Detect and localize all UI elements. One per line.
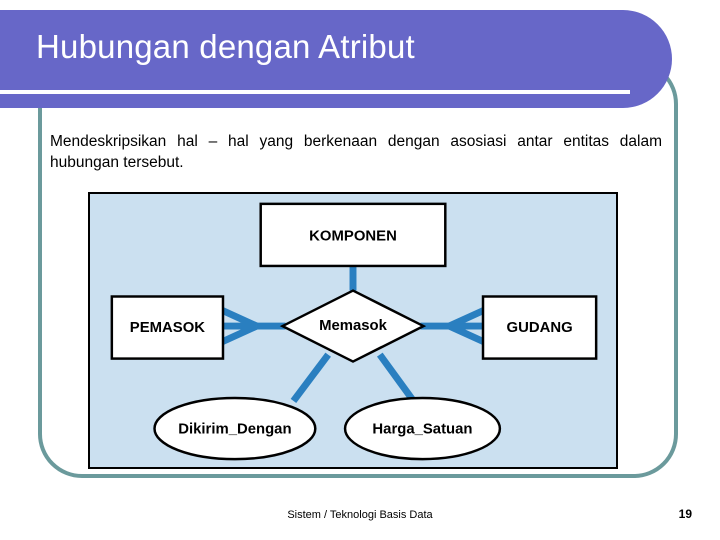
attribute-dikirim-dengan-label: Dikirim_Dengan (178, 421, 291, 437)
er-diagram: KOMPONEN PEMASOK GUDANG Memasok Dikirim_… (110, 202, 598, 461)
entity-komponen-label: KOMPONEN (309, 228, 397, 244)
attribute-dikirim-dengan[interactable]: Dikirim_Dengan (153, 396, 317, 461)
attribute-harga-satuan[interactable]: Harga_Satuan (343, 396, 502, 461)
connector-memasok-harga-satuan (376, 352, 417, 403)
relationship-memasok[interactable]: Memasok (279, 289, 427, 363)
attribute-harga-satuan-label: Harga_Satuan (372, 421, 472, 437)
entity-pemasok[interactable]: PEMASOK (110, 295, 225, 360)
entity-pemasok-label: PEMASOK (130, 320, 206, 336)
entity-komponen[interactable]: KOMPONEN (259, 202, 447, 268)
footer-label: Sistem / Teknologi Basis Data (287, 509, 433, 521)
er-diagram-panel: KOMPONEN PEMASOK GUDANG Memasok Dikirim_… (88, 192, 618, 469)
connector-memasok-gudang (420, 307, 486, 345)
page-number: 19 (678, 507, 692, 521)
page-title: Hubungan dengan Atribut (36, 28, 415, 65)
relationship-memasok-label: Memasok (319, 318, 388, 334)
connector-memasok-pemasok (220, 307, 286, 345)
entity-gudang[interactable]: GUDANG (481, 295, 598, 360)
connector-memasok-dikirim-dengan (290, 352, 331, 404)
body-paragraph: Mendeskripsikan hal – hal yang berkenaan… (50, 133, 662, 171)
entity-gudang-label: GUDANG (507, 320, 573, 336)
title-banner (0, 10, 672, 108)
connector-group (220, 236, 486, 404)
